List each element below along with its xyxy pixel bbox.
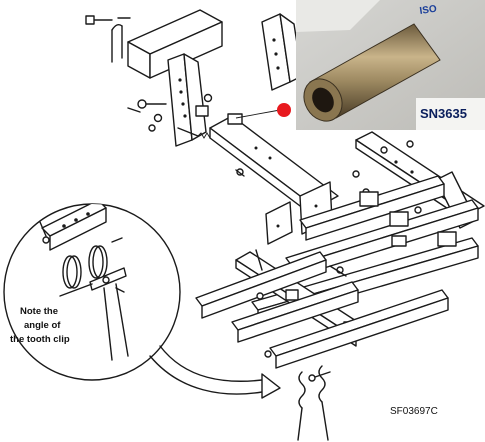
part-label-tag	[416, 98, 485, 130]
detail-callout-circle: Note the angle of the tooth clip	[3, 203, 181, 381]
detail-arrow	[149, 345, 281, 399]
lower-bolts	[255, 249, 347, 358]
detail-tooth-clip	[89, 267, 127, 293]
part-number-text: SN3635	[420, 106, 467, 121]
detail-tooth-bar	[41, 204, 107, 251]
detail-tines	[103, 283, 129, 361]
clamp-brackets	[359, 191, 457, 247]
mounting-bolt	[85, 15, 131, 25]
part-photo: ISO SN3635	[296, 0, 485, 130]
u-bolt	[111, 23, 123, 63]
figure-code: SF03697C	[390, 406, 438, 417]
main-arm-beam	[209, 113, 339, 219]
lower-tooth-bar-1	[195, 251, 327, 319]
mounting-bracket-left	[167, 53, 207, 147]
note-line-1: Note the	[20, 306, 58, 317]
lower-tooth-bar-2	[231, 281, 359, 343]
svg-text:ISO: ISO	[419, 4, 438, 17]
callout-dot	[277, 103, 291, 117]
rear-frame-rail	[355, 131, 485, 229]
note-line-2: angle of	[24, 320, 61, 331]
note-line-3: the tooth clip	[10, 334, 70, 345]
lower-tooth-bar-3	[269, 289, 449, 369]
photo-callout	[235, 103, 291, 119]
spring-tooth-assembly	[297, 365, 331, 441]
pivot-bolts	[137, 93, 213, 132]
bushing-image	[303, 23, 441, 122]
detail-bolts	[39, 221, 123, 244]
